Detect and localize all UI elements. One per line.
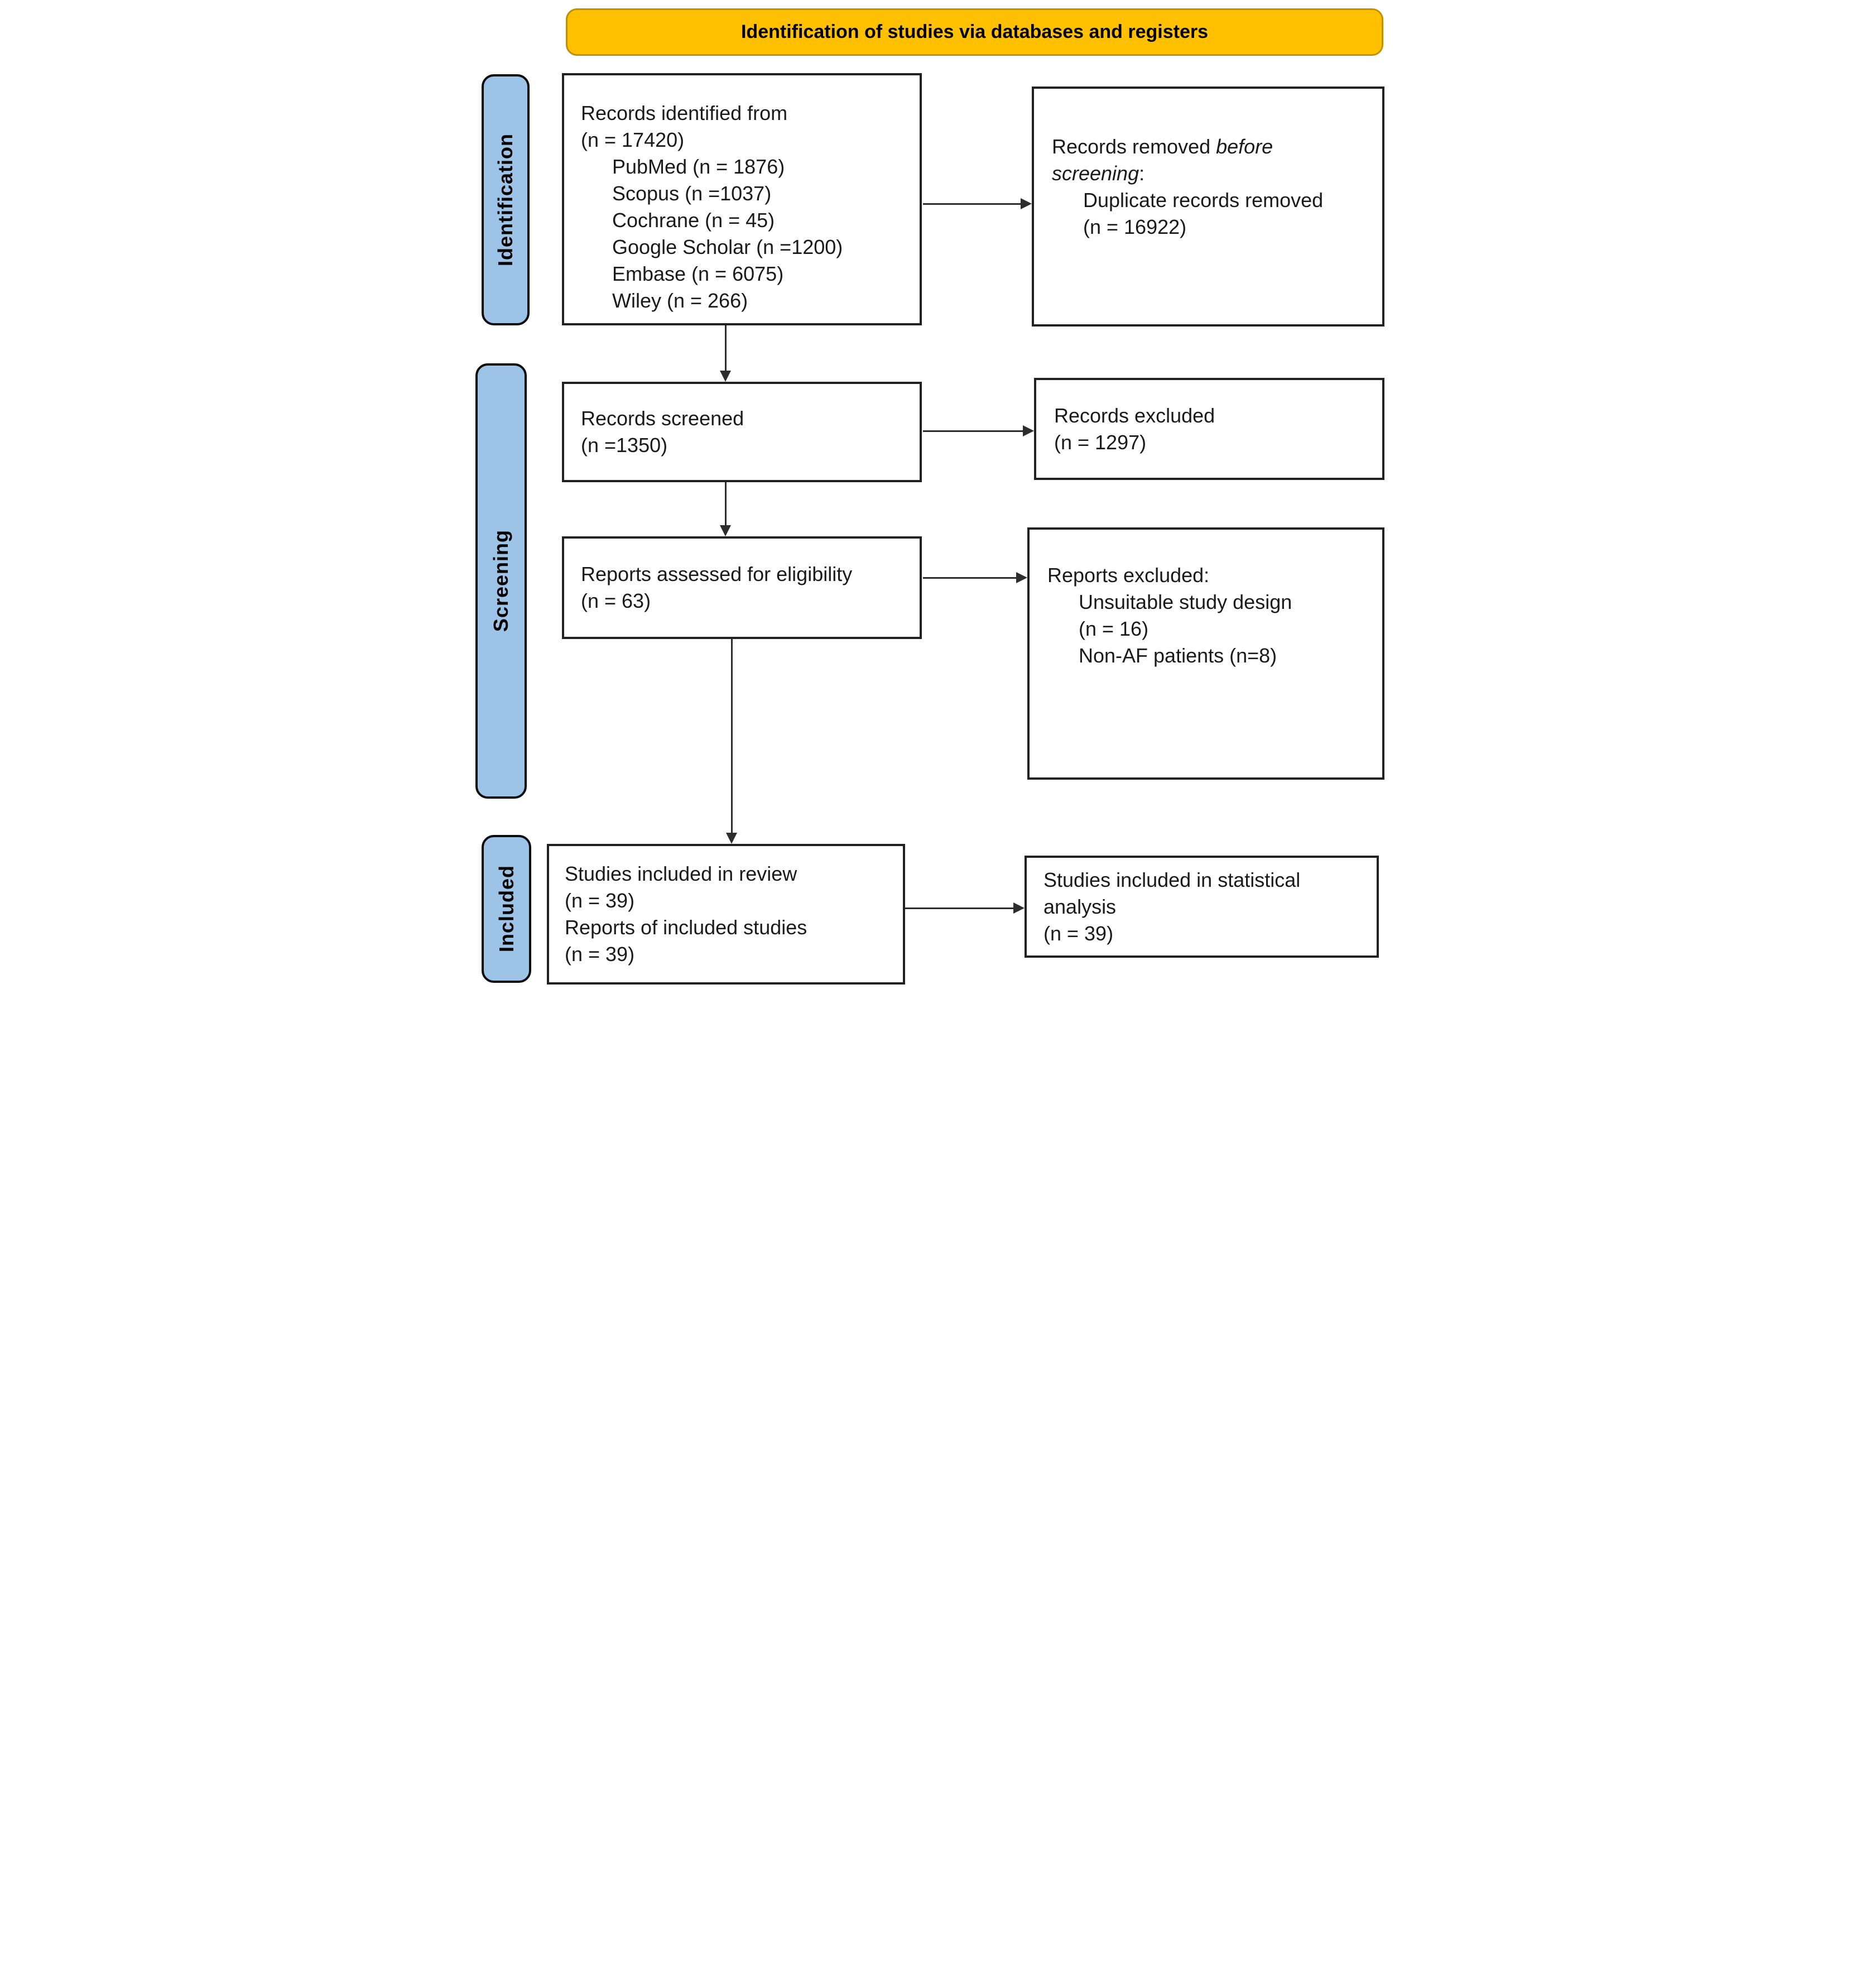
box-line-text: Records removed: [1052, 135, 1216, 158]
box-line: (n = 39): [565, 889, 635, 912]
box-line-reason: Duplicate records removed: [1083, 189, 1324, 212]
box-line-source: PubMed (n = 1876): [612, 155, 785, 178]
box-line-italic: before: [1216, 135, 1273, 158]
box-line: Reports assessed for eligibility: [581, 563, 853, 585]
box-line-source: Scopus (n =1037): [612, 182, 772, 205]
box-records-screened: Records screened (n =1350): [562, 382, 922, 482]
arrow-screened-to-excluded-icon: [923, 425, 1034, 436]
stage-label-included-text: Included: [494, 865, 518, 953]
box-line-reason: Unsuitable study design: [1079, 590, 1292, 613]
box-studies-statistical-analysis: Studies included in statistical analysis…: [1025, 856, 1379, 958]
box-line-reason-n: (n = 16): [1079, 617, 1149, 640]
box-reports-assessed: Reports assessed for eligibility (n = 63…: [562, 536, 922, 639]
box-line: Records identified from: [581, 102, 788, 124]
box-line-italic: screening: [1052, 162, 1139, 185]
box-line: (n = 39): [565, 943, 635, 966]
box-line: Records excluded: [1054, 404, 1215, 427]
box-line: (n = 39): [1043, 921, 1114, 945]
box-line: Studies included in statistical: [1043, 868, 1301, 891]
box-line: (n = 63): [581, 589, 651, 612]
box-line-source: Cochrane (n = 45): [612, 209, 775, 232]
banner-identification-via-databases: Identification of studies via databases …: [566, 8, 1383, 56]
box-records-identified: Records identified from (n = 17420) PubM…: [562, 73, 922, 325]
box-studies-included-review: Studies included in review (n = 39) Repo…: [547, 844, 905, 985]
box-line: analysis: [1043, 895, 1117, 918]
box-line-source: Wiley (n = 266): [612, 289, 748, 312]
box-line-reason: Non-AF patients (n=8): [1079, 644, 1277, 667]
stage-label-screening-text: Screening: [489, 530, 512, 632]
arrow-identified-to-removed-icon: [923, 198, 1032, 209]
box-records-removed-before-screening: Records removed before screening: Duplic…: [1032, 87, 1384, 326]
stage-label-identification-text: Identification: [494, 133, 517, 266]
box-line: (n = 17420): [581, 128, 685, 151]
arrow-included-to-statistical-icon: [905, 902, 1025, 914]
arrow-screened-to-assessed-icon: [720, 482, 731, 536]
stage-label-included: Included: [482, 835, 531, 983]
box-line-reason-n: (n = 16922): [1083, 215, 1187, 238]
box-line-source: Embase (n = 6075): [612, 262, 784, 285]
box-line-text: :: [1139, 162, 1145, 185]
box-line: (n =1350): [581, 434, 668, 457]
arrow-assessed-to-included-icon: [726, 639, 737, 844]
arrow-identified-to-screened-icon: [720, 325, 731, 382]
box-line: Reports excluded:: [1047, 564, 1210, 587]
box-line: Records screened: [581, 407, 744, 430]
box-reports-excluded: Reports excluded: Unsuitable study desig…: [1027, 527, 1384, 780]
box-line: Records removed before: [1052, 133, 1377, 160]
box-line-source: Google Scholar (n =1200): [612, 236, 843, 258]
arrow-assessed-to-reports-excluded-icon: [923, 572, 1027, 583]
box-records-excluded: Records excluded (n = 1297): [1034, 378, 1384, 480]
stage-label-identification: Identification: [482, 74, 530, 325]
box-line: screening:: [1052, 160, 1377, 187]
prisma-flow-diagram: Identification of studies via databases …: [466, 0, 1400, 994]
box-line: Studies included in review: [565, 862, 797, 885]
box-line: (n = 1297): [1054, 430, 1147, 454]
box-line: Reports of included studies: [565, 916, 807, 939]
banner-title: Identification of studies via databases …: [740, 21, 1209, 42]
stage-label-screening: Screening: [475, 363, 527, 799]
